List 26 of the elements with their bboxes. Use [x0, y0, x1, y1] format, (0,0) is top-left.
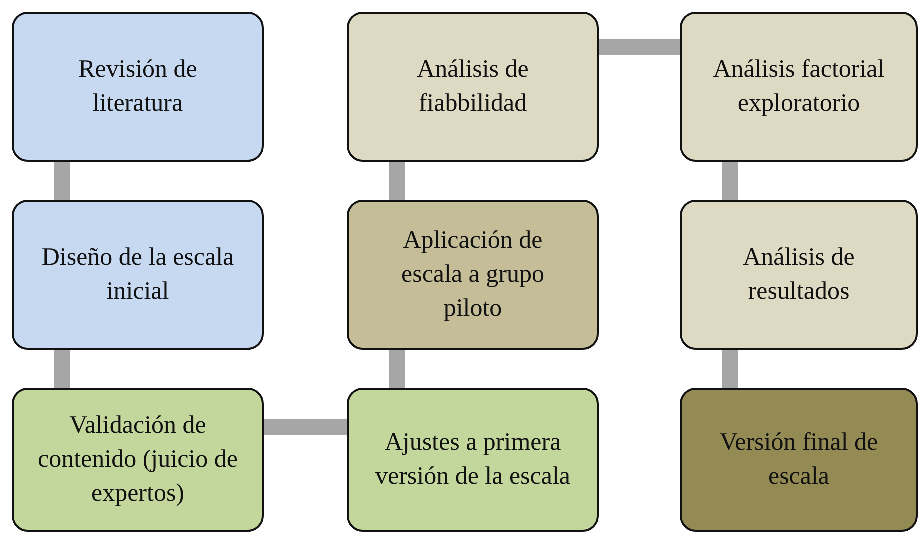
step-label: Análisis factorial exploratorio: [712, 55, 886, 119]
step-label: Versión final de escala: [718, 428, 880, 492]
connector-bar: [54, 162, 70, 200]
process-box: [12, 388, 264, 532]
process-box: [12, 200, 264, 350]
step-label: Validación de contenido (juicio de expertos): [37, 411, 239, 509]
process-box: [680, 12, 918, 162]
step-label: Ajustes a primera versión de la escala: [374, 428, 572, 492]
connector-bar: [389, 350, 405, 388]
step-label: Revisión de literatura: [78, 55, 198, 119]
process-box: [347, 388, 599, 532]
step-label: Análisis de resultados: [742, 243, 856, 307]
process-box: [347, 12, 599, 162]
process-box: [680, 200, 918, 350]
step-label: Aplicación de escala a grupo piloto: [400, 226, 546, 324]
connector-bar: [722, 162, 738, 200]
process-box: [12, 12, 264, 162]
process-box: [347, 200, 599, 350]
step-label: Diseño de la escala inicial: [40, 243, 236, 307]
connector-bar: [722, 350, 738, 388]
step-label: Análisis de fiabbilidad: [416, 55, 530, 119]
connector-bar: [389, 162, 405, 200]
connector-bar: [599, 39, 680, 55]
connector-bar: [264, 419, 347, 435]
process-box: [680, 388, 918, 532]
connector-bar: [54, 350, 70, 388]
